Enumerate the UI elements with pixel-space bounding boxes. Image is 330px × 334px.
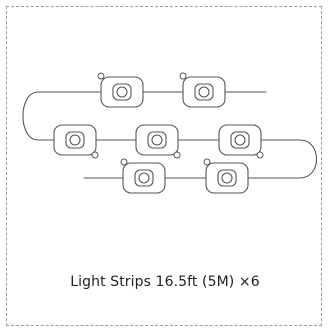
- led-module-1: [97, 72, 144, 108]
- product-caption: Light Strips 16.5ft (5M) ×6: [70, 274, 260, 290]
- led-module-4: [135, 124, 181, 159]
- led-module-2: [179, 72, 226, 108]
- product-card: [6, 6, 322, 326]
- led-module-5: [218, 124, 264, 159]
- led-module-7: [203, 158, 249, 194]
- led-module-3: [53, 124, 99, 159]
- led-module-6: [120, 158, 166, 194]
